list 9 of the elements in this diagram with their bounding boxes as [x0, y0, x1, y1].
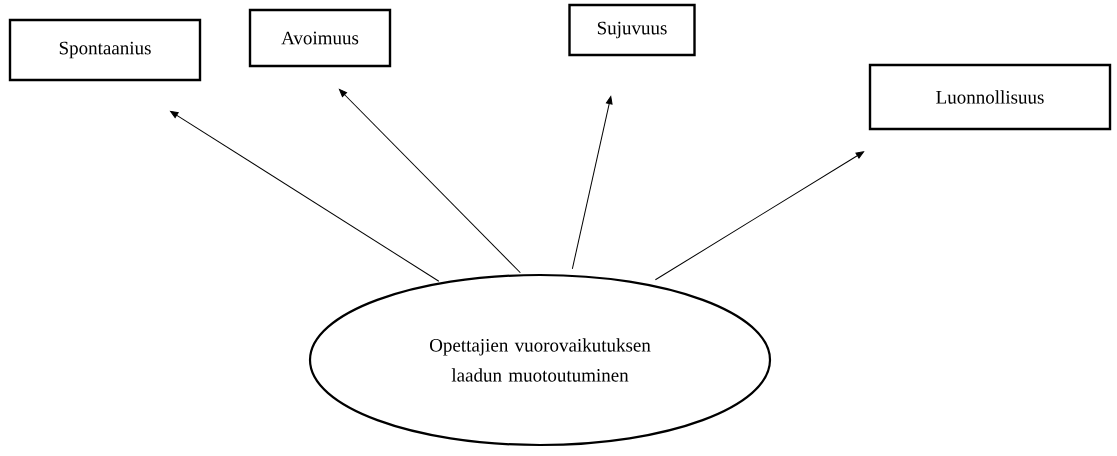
- label-box: Luonnollisuus: [868, 63, 1112, 131]
- arrow: [654, 151, 864, 281]
- arrow: [170, 110, 440, 282]
- arrow: [339, 89, 521, 274]
- ellipse-node: Opettajien vuorovaikutuksen laadun muotoutuminen: [308, 273, 772, 447]
- label-box: Spontaanius: [8, 18, 202, 82]
- label-box: Avoimuus: [248, 8, 392, 68]
- label-box: Sujuvuus: [568, 3, 696, 57]
- arrow: [571, 96, 613, 270]
